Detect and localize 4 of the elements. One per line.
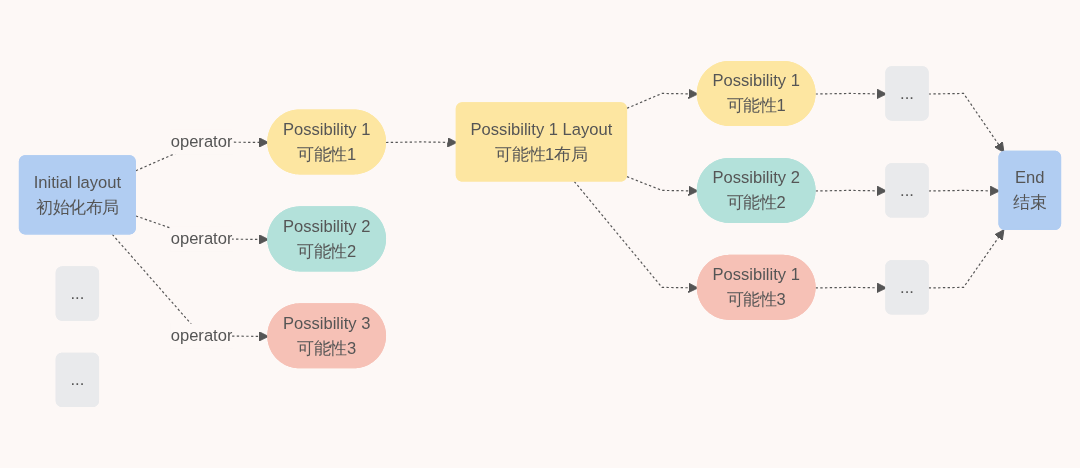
arrow [928,229,1005,289]
edge-label: operator [170,325,233,345]
edge-label: operator [170,131,233,151]
edge-label: operator [170,228,233,248]
